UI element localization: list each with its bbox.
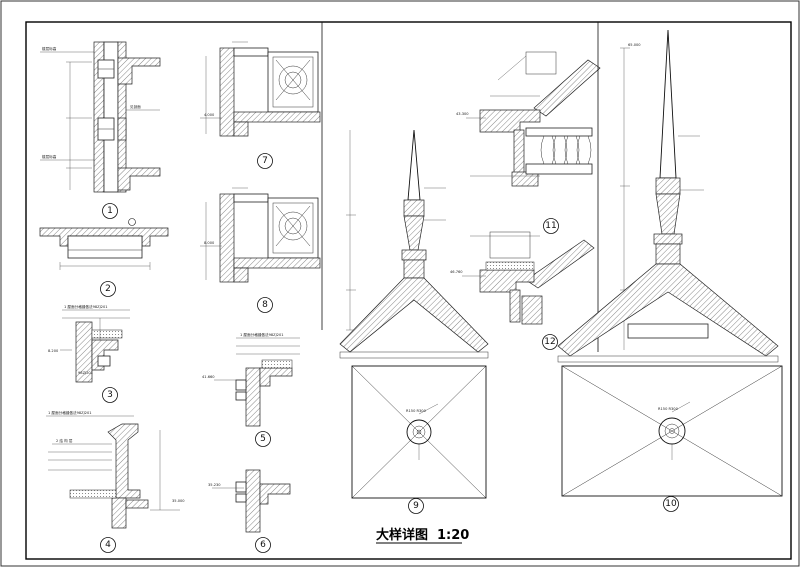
- detail-9-number: [408, 498, 424, 514]
- detail-6-number: [255, 537, 271, 553]
- svg-text:R150 R300: R150 R300: [406, 409, 427, 413]
- svg-text:1 屋面分格缝做法98ZJ201: 1 屋面分格缝做法98ZJ201: [240, 332, 284, 337]
- svg-text:98ZJ201: 98ZJ201: [78, 371, 93, 375]
- svg-text:4.000: 4.000: [204, 113, 215, 117]
- svg-text:7: 7: [262, 156, 268, 166]
- large-spire-elevation: 65.000: [557, 29, 779, 363]
- small-spire-elevation: [339, 129, 489, 359]
- svg-text:9: 9: [413, 501, 419, 511]
- svg-text:35.000: 35.000: [172, 499, 185, 503]
- drawing-title-block: 大样详图 1:20: [376, 527, 469, 544]
- drawing-scale: 1:20: [437, 528, 469, 543]
- svg-text:5: 5: [260, 434, 266, 444]
- detail-10-number: [663, 496, 679, 512]
- detail-12-eave-section: 46.760 12: [450, 231, 595, 350]
- detail-4-number: [100, 537, 116, 553]
- svg-text:46.760: 46.760: [450, 270, 463, 274]
- detail-3-number: [102, 387, 118, 403]
- svg-text:1 屋面分格缝做法98ZJ201: 1 屋面分格缝做法98ZJ201: [48, 410, 92, 415]
- detail-3-eave-section: 8.200 1 屋面分格缝做法98ZJ201 98ZJ201 3: [48, 304, 130, 403]
- svg-text:R150 R300: R150 R300: [658, 407, 679, 411]
- svg-text:35.230: 35.230: [208, 483, 221, 487]
- svg-text:11: 11: [545, 221, 556, 231]
- detail-1-number: [102, 203, 118, 219]
- svg-text:4: 4: [105, 540, 111, 550]
- detail-4-cornice-section: 35.000 1 屋面分格缝做法98ZJ201 2 结 构 层 4: [46, 410, 185, 553]
- svg-text:1 屋面分格缝做法98ZJ201: 1 屋面分格缝做法98ZJ201: [64, 304, 108, 309]
- svg-text:8.200: 8.200: [48, 349, 59, 353]
- svg-text:2: 2: [105, 284, 111, 294]
- detail-2-number: [100, 281, 116, 297]
- detail-11-number: [543, 218, 559, 234]
- svg-text:见剖面: 见剖面: [130, 104, 141, 109]
- svg-text:1: 1: [107, 206, 113, 216]
- detail-12-number: [542, 334, 558, 350]
- detail-11-balustrade-section: 43.300 11: [456, 51, 601, 234]
- svg-text:3: 3: [107, 390, 113, 400]
- detail-6-ledge-section: 35.230 6: [208, 469, 291, 553]
- svg-text:12: 12: [544, 337, 555, 347]
- svg-text:2 结 构 层: 2 结 构 层: [56, 438, 73, 443]
- svg-text:楼层标高: 楼层标高: [42, 46, 57, 51]
- inner-border: [25, 21, 792, 560]
- svg-text:10: 10: [665, 499, 677, 509]
- svg-text:8.000: 8.000: [204, 241, 215, 245]
- detail-1-wall-section: 楼层标高 楼层标高 见剖面 1: [40, 41, 161, 219]
- drawing-title: 大样详图: [376, 527, 428, 543]
- svg-text:65.000: 65.000: [628, 43, 641, 47]
- detail-7-number: [257, 153, 273, 169]
- svg-text:楼层标高: 楼层标高: [42, 154, 57, 159]
- detail-10-spire-plan: R150 R300 10: [561, 365, 783, 512]
- detail-5-number: [255, 431, 271, 447]
- svg-text:41.660: 41.660: [202, 375, 215, 379]
- detail-8-number: [257, 297, 273, 313]
- detail-7-parapet-elevation: 4.000 7: [200, 41, 321, 169]
- detail-2-parapet-plan: 2: [39, 218, 169, 297]
- detail-5-ledge-section: 41.660 1 屋面分格缝做法98ZJ201 5: [202, 332, 300, 447]
- svg-text:6: 6: [260, 540, 266, 550]
- svg-text:8: 8: [262, 300, 268, 310]
- detail-8-parapet-elevation: 8.000 8: [200, 187, 321, 313]
- detail-9-spire-plan: R150 R300 9: [351, 365, 487, 514]
- svg-text:43.300: 43.300: [456, 112, 469, 116]
